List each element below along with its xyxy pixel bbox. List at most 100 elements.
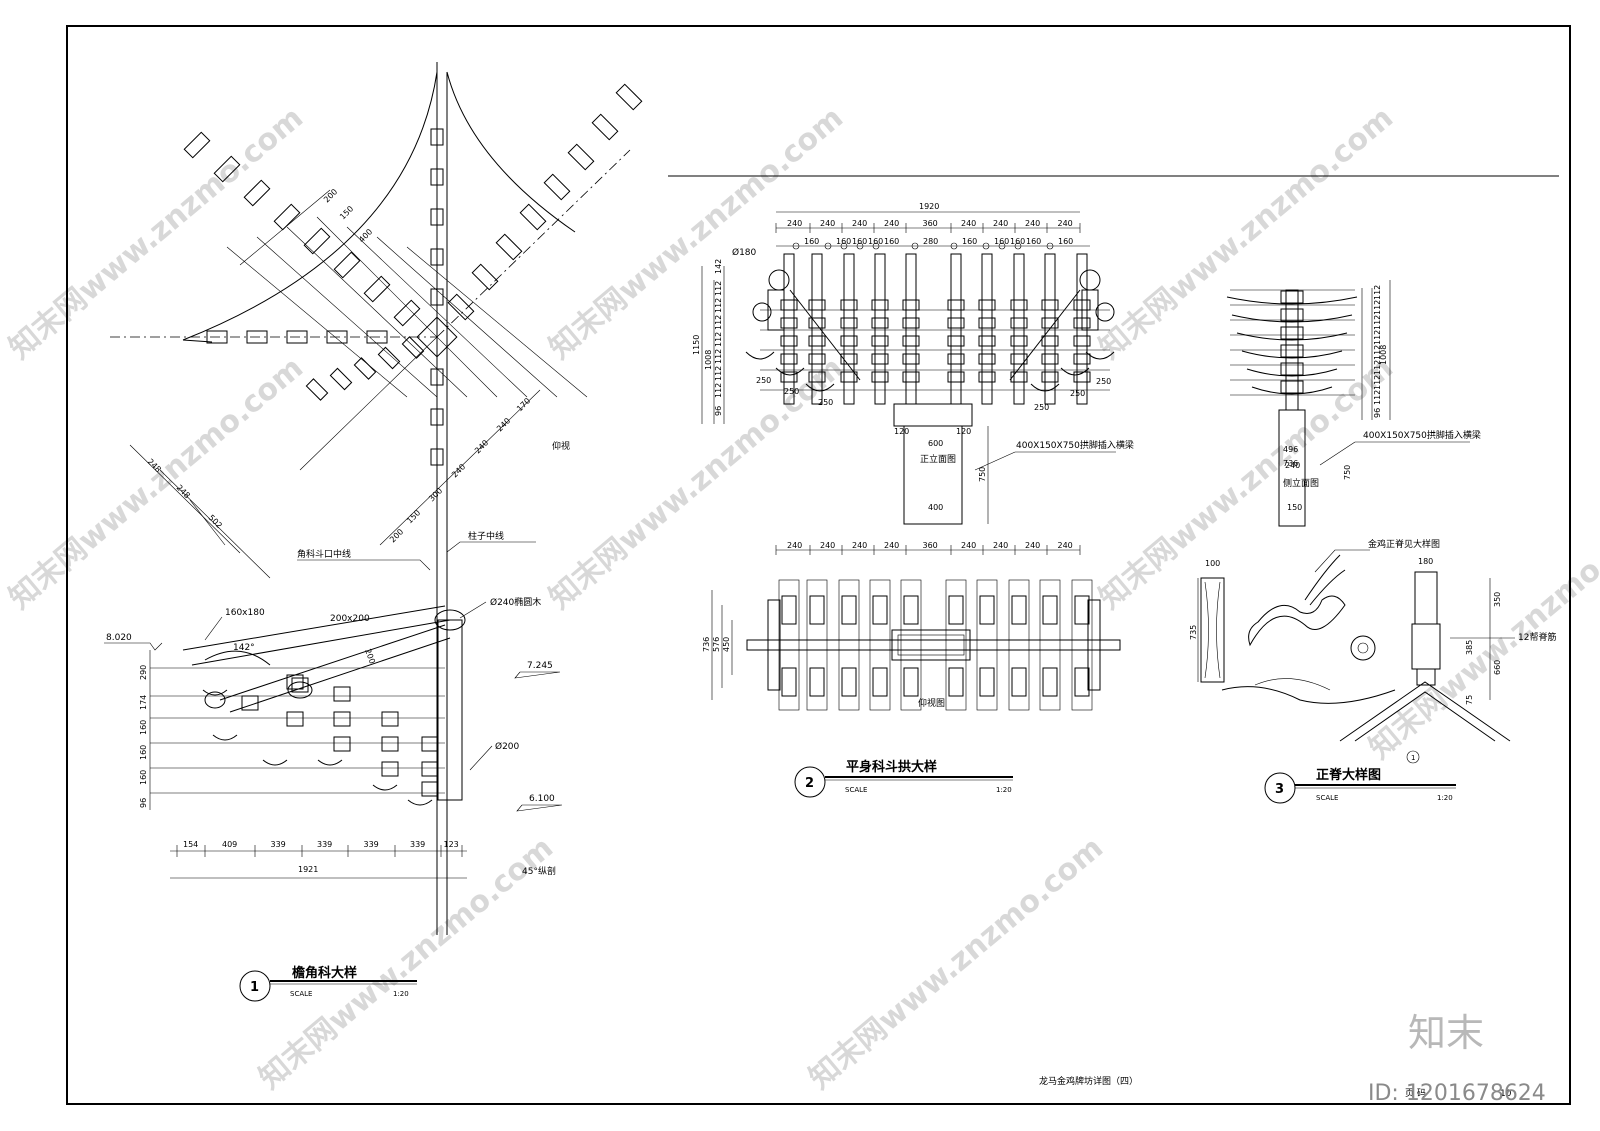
d1-plan-dim-150: 150 bbox=[338, 204, 355, 221]
plan-member bbox=[376, 236, 558, 398]
d3-ridge-dim-735: 735 bbox=[1189, 625, 1198, 640]
d3-rowdim-7: 112 bbox=[1373, 390, 1382, 405]
side-tier bbox=[1251, 386, 1333, 395]
bracket-arm bbox=[262, 759, 288, 766]
front-block bbox=[978, 335, 996, 347]
d2-rowdim-2: 112 bbox=[714, 298, 723, 313]
d2-dia: Ø180 bbox=[732, 247, 757, 258]
front-arm bbox=[745, 351, 775, 360]
front-block bbox=[808, 299, 826, 311]
front-block bbox=[1010, 299, 1028, 311]
side-block bbox=[1280, 362, 1304, 376]
plan-block bbox=[615, 83, 643, 111]
bv-column bbox=[778, 579, 800, 711]
front-column bbox=[1076, 253, 1088, 405]
d2-subdim-9: 160 bbox=[1026, 237, 1041, 246]
d3-ridge-dim-180: 180 bbox=[1418, 557, 1433, 566]
front-block bbox=[902, 371, 920, 383]
d3-ridge-note: 金鸡正脊见大样图 bbox=[1368, 538, 1440, 550]
d1-plan-view-label: 仰视 bbox=[552, 440, 570, 452]
front-block bbox=[978, 299, 996, 311]
plan-block bbox=[430, 448, 444, 466]
d2-rowdim-0: 142 bbox=[714, 259, 723, 274]
bv-block bbox=[1074, 667, 1090, 697]
front-block bbox=[780, 335, 798, 347]
plan-block bbox=[243, 179, 271, 207]
d1-plan-dim-200: 200 bbox=[322, 187, 339, 204]
detail-2-title-block: 2 平身科斗拱大样 SCALE 1:20 bbox=[794, 759, 1013, 798]
d3-circle-mark: 1 bbox=[1411, 754, 1415, 762]
front-block bbox=[947, 335, 965, 347]
d2-subdim-mark bbox=[911, 242, 919, 250]
section-block bbox=[333, 686, 351, 702]
d2-base-height: 750 bbox=[978, 467, 987, 482]
d1-plan-dim-240c: 240 bbox=[450, 462, 467, 479]
front-column bbox=[981, 253, 993, 405]
d1-member-200x200: 200x200 bbox=[330, 614, 370, 624]
d2-front-label: 正立面图 bbox=[920, 453, 956, 465]
d2-br-250e: 250 bbox=[1070, 389, 1085, 398]
bracket-arm bbox=[372, 784, 398, 791]
front-block bbox=[1073, 335, 1091, 347]
plan-block bbox=[366, 330, 388, 344]
plan-block bbox=[519, 203, 547, 231]
section-block bbox=[421, 736, 439, 752]
d2-topdim-7: 240 bbox=[1025, 219, 1040, 228]
d3-ridge-dim-75: 75 bbox=[1465, 695, 1474, 705]
front-block bbox=[947, 299, 965, 311]
d2-rowdim-8: 96 bbox=[714, 406, 723, 416]
side-block bbox=[1280, 308, 1304, 322]
d2-bvdim-7: 240 bbox=[1025, 541, 1040, 550]
d1-member-160x180: 160x180 bbox=[225, 608, 265, 618]
d3-rowdim-5: 112 bbox=[1373, 360, 1382, 375]
d1-plan-dim-200b: 200 bbox=[388, 527, 405, 544]
d3-rowdim-3: 112 bbox=[1373, 330, 1382, 345]
d2-base-120a: 120 bbox=[894, 427, 909, 436]
plan-block bbox=[363, 275, 391, 303]
d1-vdim-290: 290 bbox=[139, 665, 148, 680]
d2-br-250a: 250 bbox=[756, 376, 771, 385]
plan-member bbox=[286, 226, 468, 398]
d2-subdim-7: 160 bbox=[994, 237, 1009, 246]
front-block bbox=[978, 371, 996, 383]
front-brace bbox=[789, 289, 861, 381]
front-block bbox=[780, 299, 798, 311]
section-block bbox=[381, 761, 399, 777]
d1-elev-bot: 6.100 bbox=[529, 794, 555, 804]
plan-block bbox=[430, 408, 444, 426]
d2-rowdim-5: 112 bbox=[714, 349, 723, 364]
detail-2-number: 2 bbox=[805, 776, 814, 791]
plan-member bbox=[346, 226, 528, 398]
d1-hdim-1: 409 bbox=[222, 840, 237, 849]
front-arm bbox=[1085, 351, 1115, 360]
front-block bbox=[1041, 299, 1059, 311]
d3-bot-240: 240 bbox=[1285, 461, 1300, 470]
d2-br-250d: 250 bbox=[1034, 403, 1049, 412]
d1-sec-total: 1921 bbox=[298, 865, 318, 874]
plan-member bbox=[256, 236, 438, 398]
watermark-text: 知末网www.znzmo.com bbox=[3, 350, 310, 616]
d2-base-600: 600 bbox=[928, 439, 943, 448]
section-block bbox=[333, 736, 351, 752]
d2-subdim-0: 160 bbox=[804, 237, 819, 246]
bv-block bbox=[903, 595, 919, 625]
plan-block bbox=[591, 113, 619, 141]
plan-block bbox=[401, 336, 425, 359]
section-block bbox=[421, 781, 439, 797]
main-ridge-detail: 100 735 180 350 385 660 75 金鸡正脊见大样图 12帮脊… bbox=[1189, 538, 1556, 764]
plan-block bbox=[377, 346, 401, 370]
d1-hdim-5: 339 bbox=[410, 840, 425, 849]
d2-subdim-mark bbox=[950, 242, 958, 250]
d2-br-250b: 250 bbox=[784, 387, 799, 396]
front-circle bbox=[1079, 269, 1101, 291]
front-column bbox=[843, 253, 855, 405]
bv-block bbox=[1011, 667, 1027, 697]
plan-block bbox=[471, 263, 499, 291]
d2-subdim-5: 280 bbox=[923, 237, 938, 246]
plan-block bbox=[567, 143, 595, 171]
d2-topdim-5: 240 bbox=[961, 219, 976, 228]
plan-block bbox=[213, 155, 241, 183]
side-block bbox=[1280, 380, 1304, 394]
d2-br-250c: 250 bbox=[818, 398, 833, 407]
d2-topdim-3: 240 bbox=[884, 219, 899, 228]
